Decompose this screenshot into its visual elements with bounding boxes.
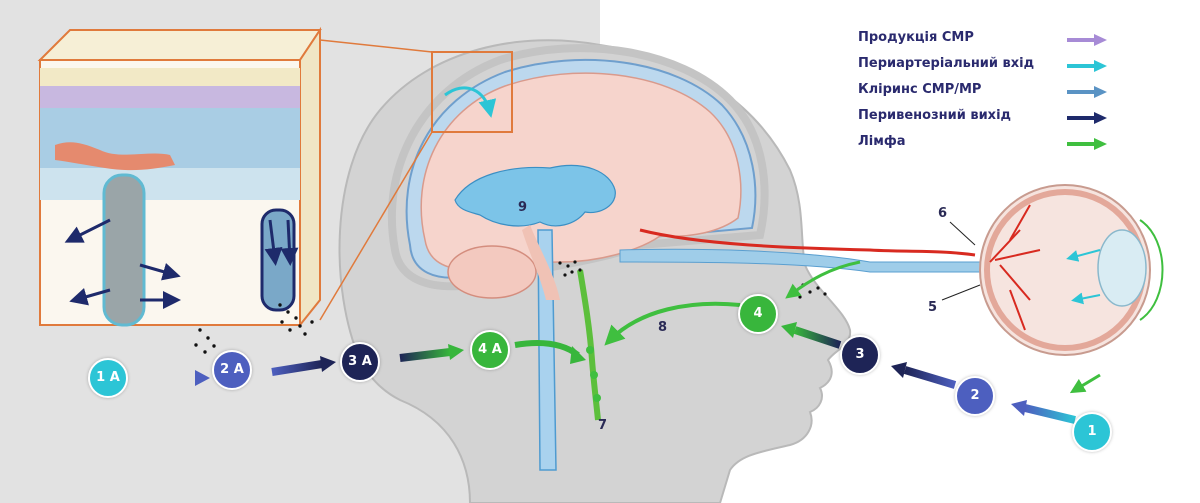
seq-arrow-1a-2a-head xyxy=(195,370,210,386)
legend-item: Кліринс СМР/МР xyxy=(858,80,1118,106)
zoom-box-arrow xyxy=(444,86,497,118)
legend-label: Кліринс СМР/МР xyxy=(858,82,982,97)
zoom-box xyxy=(431,51,513,133)
step-marker-3a: 3 A xyxy=(340,342,380,382)
step-marker-4: 4 xyxy=(738,294,778,334)
arrow-right-icon xyxy=(1066,84,1108,103)
step-marker-1: 1 xyxy=(1072,412,1112,452)
brainstem xyxy=(522,225,560,300)
zoom-connector xyxy=(319,131,433,321)
seq-arrow-2a-3a-head xyxy=(320,356,336,372)
step-marker-4a: 4 A xyxy=(470,330,510,370)
legend-item: Лімфа xyxy=(858,132,1118,158)
arrow-right-icon xyxy=(1066,58,1108,77)
legend-item: Перивенозний вихід xyxy=(858,106,1118,132)
legend-label: Периартеріальний вхід xyxy=(858,56,1035,71)
retinal-vessels xyxy=(989,204,1041,331)
eye-inflow-arrow-2 xyxy=(1071,292,1101,305)
eye-inflow-arrow xyxy=(1066,249,1101,262)
eyeball xyxy=(979,184,1151,356)
seq-arrow-3a-4a-head xyxy=(448,344,464,360)
seq-arrow-3a-4a xyxy=(399,348,451,362)
ventricles xyxy=(454,164,616,227)
arrow-right-icon xyxy=(1066,136,1108,155)
seq-arrow-4a-chain-head xyxy=(570,346,586,364)
pointer-line-6 xyxy=(949,221,976,246)
eye-lymph-arrow xyxy=(1069,373,1101,394)
zoom-connector xyxy=(319,39,433,53)
label-number-6: 6 xyxy=(938,206,948,221)
lymph-curve-eye xyxy=(785,260,861,299)
label-number-9: 9 xyxy=(518,200,528,215)
lymph-node xyxy=(593,394,601,402)
label-number-5: 5 xyxy=(928,300,938,315)
legend-item: Продукція СМР xyxy=(858,28,1118,54)
legend-label: Продукція СМР xyxy=(858,30,974,45)
tissue-block-inset xyxy=(37,26,322,328)
label-number-8: 8 xyxy=(658,320,668,335)
seq-arrow-1-2 xyxy=(1024,404,1076,424)
legend-label: Перивенозний вихід xyxy=(858,108,1012,123)
seq-arrow-2-3 xyxy=(903,366,957,389)
seq-arrow-2-3-head xyxy=(891,362,907,378)
label-number-7: 7 xyxy=(598,418,608,433)
arrow-right-icon xyxy=(1066,110,1108,129)
seq-arrow-3-4 xyxy=(793,326,842,349)
seq-arrow-2a-3a xyxy=(271,360,323,376)
legend-label: Лімфа xyxy=(858,134,906,149)
step-marker-2: 2 xyxy=(955,376,995,416)
pointer-line-5 xyxy=(941,284,981,301)
lymph-node xyxy=(590,371,598,379)
arrow-right-icon xyxy=(1066,32,1108,51)
seq-arrow-1-2-head xyxy=(1011,400,1027,416)
step-marker-1a: 1 A xyxy=(88,358,128,398)
cornea xyxy=(1139,219,1164,321)
particle-cluster-inset xyxy=(194,303,314,354)
lymph-curve-nasal xyxy=(604,301,741,346)
artery-red xyxy=(639,228,976,257)
step-marker-2a: 2 A xyxy=(212,350,252,390)
lymph-node xyxy=(586,346,594,354)
step-marker-3: 3 xyxy=(840,335,880,375)
cerebellum xyxy=(447,245,537,299)
legend-item: Периартеріальний вхід xyxy=(858,54,1118,80)
lens xyxy=(1097,229,1147,307)
seq-arrow-3-4-head xyxy=(781,322,797,338)
